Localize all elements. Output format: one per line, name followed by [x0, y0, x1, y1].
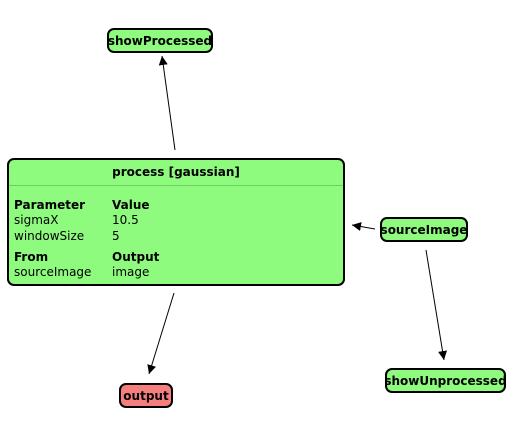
- source-image-node[interactable]: sourceImage: [380, 217, 468, 242]
- parameter-name: windowSize: [14, 229, 85, 243]
- connection-from: sourceImage: [14, 265, 92, 279]
- output-node[interactable]: output: [119, 383, 173, 408]
- show-unprocessed-label: showUnprocessed: [384, 373, 507, 388]
- process-title-divider: [9, 185, 343, 186]
- parameter-name: sigmaX: [14, 213, 59, 227]
- edge-sourceimage-to-showunprocessed: [425, 249, 447, 361]
- show-unprocessed-node[interactable]: showUnprocessed: [384, 368, 507, 393]
- show-processed-label: showProcessed: [107, 33, 213, 48]
- parameter-value: 5: [112, 229, 120, 243]
- show-processed-node[interactable]: showProcessed: [107, 28, 213, 53]
- from-header: From: [14, 250, 49, 264]
- parameter-value: 10.5: [112, 213, 139, 227]
- connection-output: image: [112, 265, 150, 279]
- edge-process-to-showprocessed: [158, 55, 176, 151]
- edge-sourceimage-to-process: [351, 222, 376, 231]
- value-header: Value: [112, 198, 150, 212]
- process-node[interactable]: process [gaussian] Parameter Value sigma…: [7, 158, 345, 286]
- parameter-header: Parameter: [14, 198, 86, 212]
- output-label: output: [123, 388, 169, 403]
- process-title: process [gaussian]: [112, 165, 240, 179]
- edge-process-to-output: [147, 292, 175, 375]
- source-image-label: sourceImage: [380, 222, 468, 237]
- output-header: Output: [112, 250, 160, 264]
